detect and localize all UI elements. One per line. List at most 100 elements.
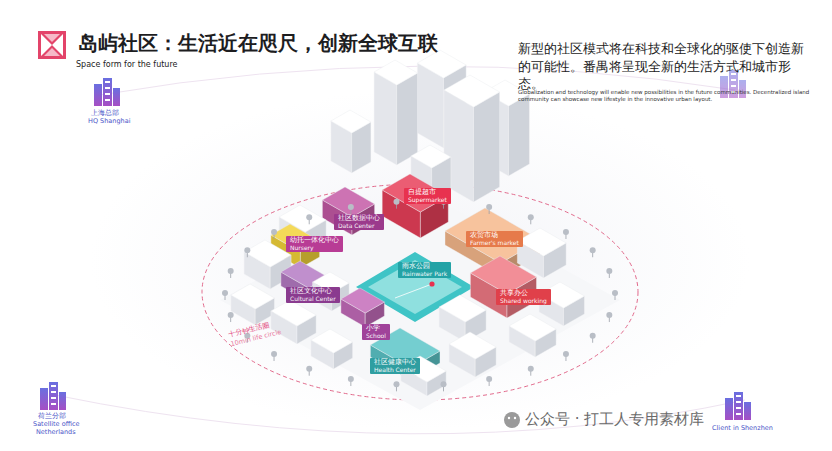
building-roof [411,145,451,168]
icon-tower [49,382,58,410]
tree [348,204,354,210]
icon-window [736,395,741,397]
icon-window [731,79,736,81]
tree [590,333,596,339]
tree [612,290,618,296]
tree [222,290,228,296]
tag-title: 雨水公园 [402,263,447,271]
building-roof [271,300,316,326]
title-icon [38,31,66,59]
place-tag: 小学School [362,324,390,340]
tag-title: 小学 [366,325,386,333]
tree [393,199,399,205]
building-roof [509,314,556,341]
icon-window [105,93,110,95]
tree [563,351,569,357]
tag-title: 社区健康中心 [374,359,416,367]
tree [486,204,492,210]
icon-window [105,99,110,101]
tree [441,381,447,387]
tag-subtitle: Data Center [338,223,380,230]
icon-window [105,87,110,89]
icon-tower [734,392,743,420]
icon-tower [744,402,751,420]
tree [306,366,312,372]
icon-window [105,81,110,83]
office-label: 上海总部 [91,108,119,118]
tag-subtitle: Farmer's market [470,240,519,247]
office-icon [94,78,120,106]
tag-title: 共享办公 [500,290,547,298]
icon-window [736,413,741,415]
tag-title: 自提超市 [408,189,447,197]
office-label: 荷兰分部 [38,411,66,421]
tree [271,351,277,357]
tag-subtitle: Supermarket [408,197,447,204]
tag-subtitle: School [366,333,386,340]
icon-tower [94,84,102,106]
building-roof [374,60,418,85]
office-label: HQ Shanghai [88,117,130,125]
tree [244,247,250,253]
office-label: Netherlands [36,428,76,436]
icon-window [731,85,736,87]
icon-window [51,403,56,405]
building-roof [444,75,500,107]
tag-title: 社区文化中心 [290,288,336,296]
tag-subtitle: Cultural Center [290,296,336,303]
icon-window [51,391,56,393]
building-roof [322,187,374,217]
icon-tower [103,78,112,106]
place-tag: 农贸市场Farmer's market [466,231,523,247]
intro-text: 新型的社区模式将在科技和全球化的驱使下创造新的可能性。番禺将呈现全新的生活方式和… [518,40,804,93]
icon-window [736,407,741,409]
title: 岛屿社区：生活近在咫尺，创新全球互联 [78,30,438,57]
place-tag: 共享办公Shared working [496,289,551,305]
park-dot [429,281,434,286]
building-face [509,94,530,176]
tree [306,214,312,220]
building-face [374,72,397,165]
tag-subtitle: Rainwater Park [402,271,447,278]
place-tag: 社区数据中心Data Center [334,214,384,230]
icon-tower [725,398,733,420]
watermark: 公众号 · 打工人专用素材库 [525,410,704,429]
intro-text-en: Globalization and technology will enable… [518,89,813,103]
building-roof [331,110,371,133]
icon-tower [40,388,48,410]
tree [528,214,534,220]
icon-window [736,401,741,403]
tag-subtitle: Nursery [290,245,339,252]
subtitle: Space form for the future [76,60,177,69]
tree [271,229,277,235]
tag-subtitle: Health Center [374,367,416,374]
building-roof [449,332,496,359]
tree [528,366,534,372]
building-roof [341,288,385,313]
place-tag: 社区文化中心Cultural Center [286,287,340,303]
place-tag: 幼托一体化中心Nursery [286,236,343,252]
tree [486,376,492,382]
office-icon [40,382,66,410]
park-path [395,284,432,298]
office-label: Client in Shenzhen [712,424,773,432]
tag-title: 农贸市场 [470,232,519,240]
tree [563,229,569,235]
tag-title: 社区数据中心 [338,215,380,223]
building-face [397,73,418,165]
tree [348,376,354,382]
office-label: Satellite office [33,420,80,428]
tree [393,381,399,387]
tree [606,312,612,318]
tree [606,268,612,274]
building-roof [231,284,275,309]
icon-window [51,385,56,387]
place-tag: 社区健康中心Health Center [370,358,420,374]
ground [220,190,620,410]
building-face [474,92,500,202]
tree [590,247,596,253]
icon-window [51,397,56,399]
buildings [220,50,620,410]
building-roof [244,240,291,267]
place-tag: 雨水公园Rainwater Park [398,262,451,278]
